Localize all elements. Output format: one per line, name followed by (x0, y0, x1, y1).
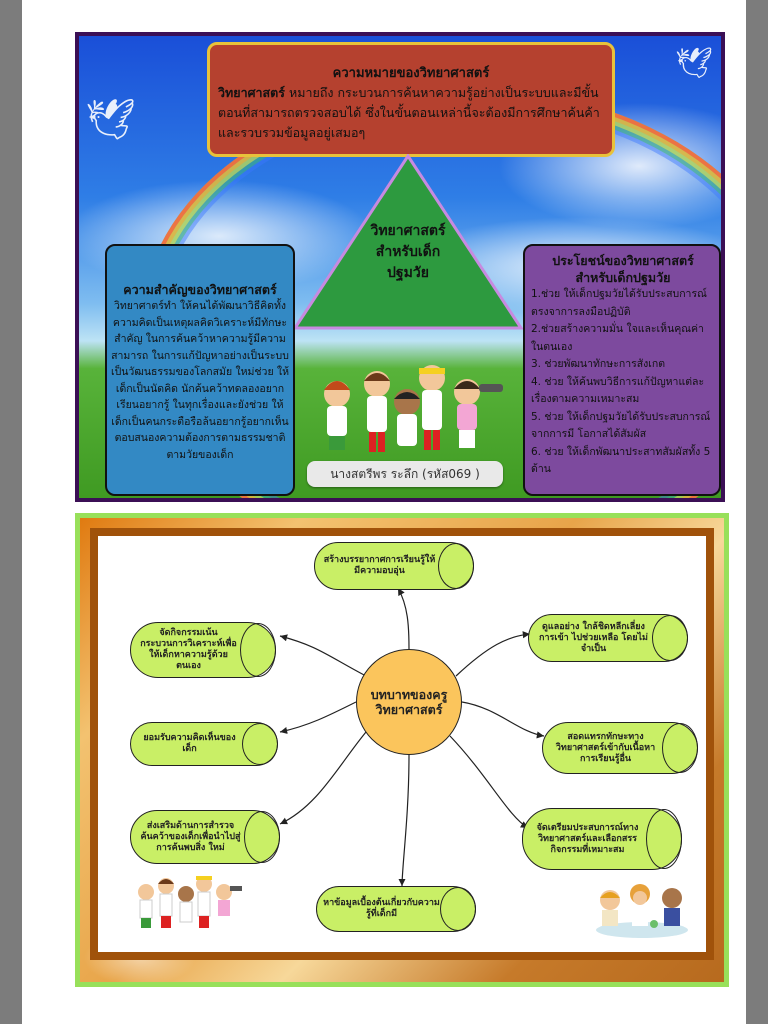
kids-group-illustration (138, 876, 242, 928)
node-text: ดูแลอย่าง ใกล้ชิดหลีกเลี่ยงการเข้า ไปช่ว… (539, 621, 648, 654)
benefits-title: สำหรับเด็กปฐมวัย (575, 270, 671, 285)
meaning-box: ความหมายของวิทยาศาสตร์ วิทยาศาสตร์ หมายถ… (207, 42, 615, 157)
kids-experiment-illustration (596, 884, 688, 938)
kids-scientists-illustration (324, 365, 503, 452)
importance-title: ความสำคัญของวิทยาศาสตร์ (123, 282, 277, 297)
benefit-item: 2.ช่วยสร้างความมั่น ใจและเห็นคุณค่า ในตน… (531, 323, 704, 353)
importance-box: ความสำคัญของวิทยาศาสตร์ วิทยาศาตร์ทำ ให้… (105, 244, 295, 496)
node-text: ส่งเสริมด้านการสำรวจค้นคว้าของเด็กเพื่อน… (140, 820, 241, 853)
node-text: จัดเตรียมประสบการณ์ทางวิทยาศาสตร์และเลือ… (536, 822, 639, 855)
mindmap-node-upper-right: ดูแลอย่าง ใกล้ชิดหลีกเลี่ยงการเข้า ไปช่ว… (528, 614, 688, 662)
triangle-line: ปฐมวัย (387, 265, 429, 281)
node-text: จัดกิจกรรมเน้นกระบวนการวิเคราะห์เพื่อ ให… (140, 628, 237, 671)
node-text: ยอมรับความคิดเห็นของเด็ก (143, 733, 236, 754)
cylinder-cap (440, 887, 476, 931)
meaning-body: หมายถึง กระบวนการค้นหาความรู้อย่างเป็นระ… (218, 85, 600, 140)
benefit-item: 6. ช่วย ให้เด็กพัฒนาประสาทสัมผัสทั้ง 5 ด… (531, 445, 711, 476)
triangle-line: สำหรับเด็ก (375, 244, 441, 260)
mindmap-node-lower-left: ส่งเสริมด้านการสำรวจค้นคว้าของเด็กเพื่อน… (130, 810, 280, 864)
author-name-tag: นางสตรีพร ระลึก (รหัส069 ) (307, 461, 503, 487)
center-line: วิทยาศาสตร์ (375, 702, 443, 717)
cylinder-cap (240, 623, 276, 677)
mindmap-frame: บทบาทของครู วิทยาศาสตร์ สร้างบรรยากาศการ… (90, 528, 714, 960)
mindmap-node-upper-left: จัดกิจกรรมเน้นกระบวนการวิเคราะห์เพื่อ ให… (130, 622, 276, 678)
slide-science-for-early-childhood: 🕊 🕊 ความหมายของวิทยาศาสตร์ วิทยาศาสตร์ ห… (75, 32, 725, 502)
benefit-item: 5. ช่วย ให้เด็กปฐมวัยได้รับประสบการณ์จาก… (531, 410, 711, 441)
benefit-item: 4. ช่วย ให้ค้นพบวิธีการแก้ปัญหาแต่ละเรื่… (531, 375, 705, 406)
triangle-line: วิทยาศาสตร์ (370, 223, 446, 239)
dove-icon: 🕊 (85, 97, 136, 143)
importance-body: วิทยาศาตร์ทำ ให้คนได้พัฒนาวิธีคิดทั้งควา… (111, 300, 289, 461)
document-page: 🕊 🕊 ความหมายของวิทยาศาสตร์ วิทยาศาสตร์ ห… (22, 0, 746, 1024)
mindmap-node-top: สร้างบรรยากาศการเรียนรู้ให้มีความอบอุ่น (314, 542, 474, 590)
meaning-text: วิทยาศาสตร์ หมายถึง กระบวนการค้นหาความรู… (218, 83, 604, 143)
mindmap-node-bottom: หาข้อมูลเบื้องต้นเกี่ยวกับความรู้ที่เด็ก… (316, 886, 476, 932)
center-node-teacher-role: บทบาทของครู วิทยาศาสตร์ (356, 649, 462, 755)
cylinder-cap (662, 723, 698, 773)
cylinder-cap (646, 809, 682, 869)
benefit-item: 3. ช่วยพัฒนาทักษะการสังเกต (531, 358, 666, 370)
connector-arrows (279, 587, 545, 887)
triangle-title: วิทยาศาสตร์ สำหรับเด็ก ปฐมวัย (323, 221, 493, 284)
dove-icon: 🕊 (675, 46, 714, 81)
benefit-item: 1.ช่วย ให้เด็กปฐมวัยได้รับประสบการณ์ตรงจ… (531, 288, 707, 318)
node-text: สร้างบรรยากาศการเรียนรู้ให้มีความอบอุ่น (323, 555, 436, 576)
benefits-box: ประโยชน์ของวิทยาศาสตร์ สำหรับเด็กปฐมวัย … (523, 244, 721, 496)
node-text: หาข้อมูลเบื้องต้นเกี่ยวกับความรู้ที่เด็ก… (323, 898, 440, 919)
slide-teacher-roles-mindmap: บทบาทของครู วิทยาศาสตร์ สร้างบรรยากาศการ… (75, 513, 729, 987)
cylinder-cap (244, 811, 280, 863)
meaning-lead: วิทยาศาสตร์ (218, 85, 286, 100)
meaning-title: ความหมายของวิทยาศาสตร์ (332, 66, 490, 81)
cylinder-cap (652, 615, 688, 661)
node-text: สอดแทรกทักษะทางวิทยาศาสตร์เข้ากับเนื้อหา… (555, 731, 656, 764)
mindmap-node-mid-right: สอดแทรกทักษะทางวิทยาศาสตร์เข้ากับเนื้อหา… (542, 722, 698, 774)
cylinder-cap (242, 723, 278, 765)
mindmap-node-mid-left: ยอมรับความคิดเห็นของเด็ก (130, 722, 278, 766)
benefits-title: ประโยชน์ของวิทยาศาสตร์ (552, 253, 694, 268)
cylinder-cap (438, 543, 474, 589)
mindmap-node-lower-right: จัดเตรียมประสบการณ์ทางวิทยาศาสตร์และเลือ… (522, 808, 682, 870)
triangle-shape (293, 154, 523, 330)
center-line: บทบาทของครู (370, 687, 448, 702)
